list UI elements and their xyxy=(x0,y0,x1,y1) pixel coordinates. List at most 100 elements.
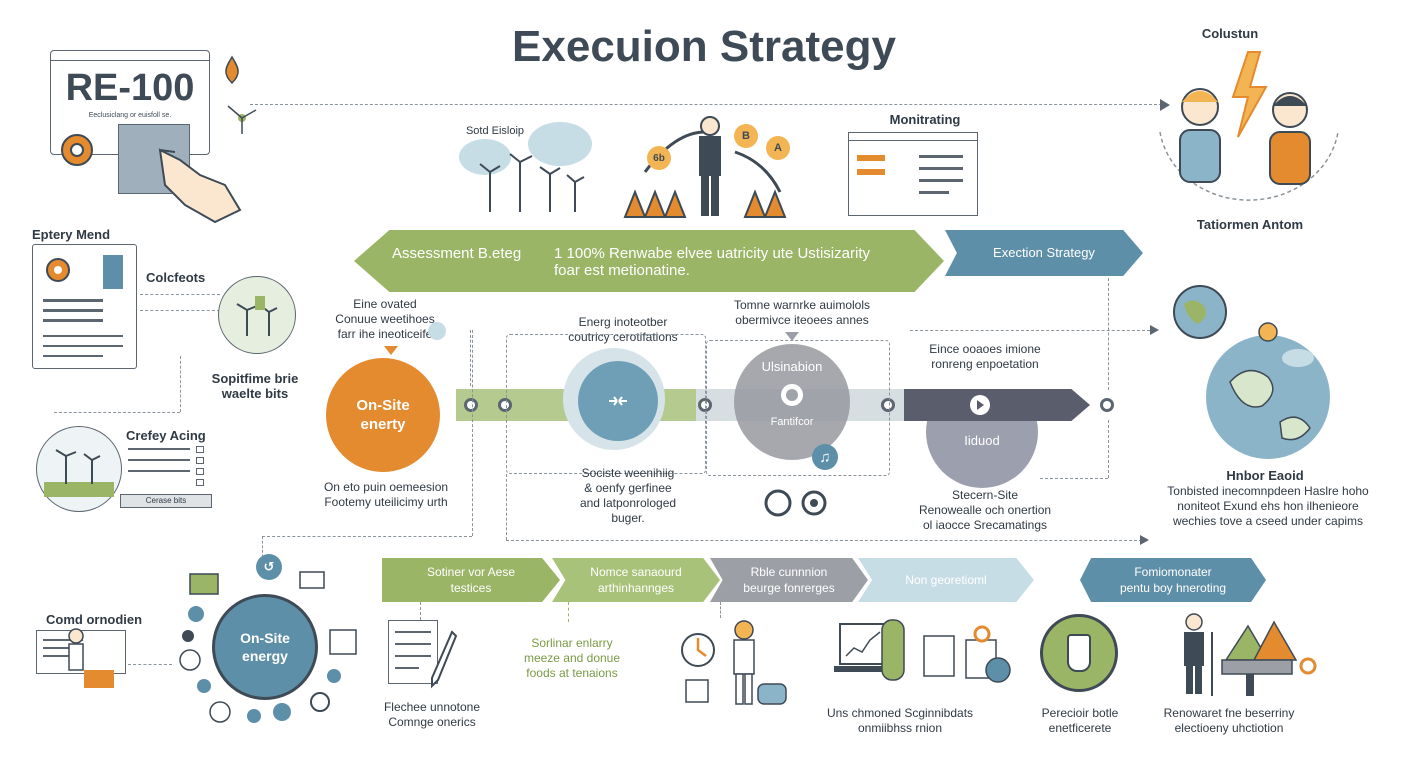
stage3-circle: Ulsinabion Fantifcor xyxy=(734,344,850,460)
checklist-icon xyxy=(128,446,208,486)
timeline-bar-dark xyxy=(904,389,1090,421)
right-vline xyxy=(1108,278,1109,390)
band3-down-line xyxy=(720,602,721,618)
hub-top-icon: ↺ xyxy=(256,554,282,580)
wind-farm-label: Sotd Eisloip xyxy=(465,125,525,137)
onsite-energy-circle: On-Site enerty xyxy=(326,358,440,472)
onsite-small-dot xyxy=(428,322,446,340)
stage2-bottom-text: Sociste weenihiig & oenfy gerfinee and l… xyxy=(579,466,677,525)
certificate-bottle-icon xyxy=(1067,634,1091,672)
bottom-band-5-label: Fomiomonater pentu boy hneroting xyxy=(1119,565,1227,595)
left-footer-label: Cerase bits xyxy=(145,496,187,505)
bottom-left-hline xyxy=(262,536,472,537)
execution-strategy-band: Exection Strategy xyxy=(945,230,1143,276)
stage4-play-icon xyxy=(970,395,990,415)
left-vline xyxy=(180,356,181,412)
certificate-badge xyxy=(1040,614,1118,692)
stage4-connector xyxy=(910,330,1150,331)
music-note-icon: ♫ xyxy=(812,444,838,470)
hub-satellite-icons xyxy=(179,571,357,723)
bottom-left-vline xyxy=(262,536,263,562)
stage4-top-text: Eince ooaoes imione ronreng enpoetation xyxy=(929,342,1041,371)
bottom-item-3: Uns chmoned Scginnibdats onmiibhss rnion xyxy=(826,706,974,735)
left-item-2: Sopitfime brie waelte bits xyxy=(211,371,299,401)
band2-down-line xyxy=(568,602,569,622)
onsite-vline xyxy=(470,330,471,386)
left-doc-title: Eptery Mend xyxy=(32,227,111,242)
top-right-title: Colustun xyxy=(1201,26,1259,41)
left-line-1 xyxy=(140,294,220,295)
bottom-band-2: Nomce sanaourd arthinhannges xyxy=(552,558,720,602)
stage2-box xyxy=(506,334,706,474)
presenter-small-icon xyxy=(68,628,114,688)
hand-touch-icon xyxy=(158,148,242,224)
page-title: Execuion Strategy xyxy=(512,22,896,71)
monitoring-title: Monitrating xyxy=(889,112,961,127)
notepad-icon xyxy=(388,620,438,684)
assessment-band-center: 1 100% Renwabe elvee uatricity ute Ustis… xyxy=(554,245,870,279)
bottom-band-1: Sotiner vor Aese testices xyxy=(382,558,560,602)
lower-connector xyxy=(506,540,1142,541)
timeline-node-4 xyxy=(881,398,895,412)
stage3-target-icon xyxy=(781,383,803,406)
re100-badge: RE-100 xyxy=(65,67,195,109)
left-line-2 xyxy=(140,310,220,311)
timeline-node-5 xyxy=(1100,398,1114,412)
timeline-node-1 xyxy=(464,398,478,412)
assessment-band: Assessment B.eteg 1 100% Renwabe elvee u… xyxy=(354,230,944,292)
plant-network-icon xyxy=(227,105,257,134)
stage3-pointer xyxy=(785,332,799,341)
stage2-arrows-icon xyxy=(609,396,627,406)
refresh-cog-icons xyxy=(764,489,827,517)
bottom-band-4: Non georetioml xyxy=(858,558,1034,602)
marker-6b-label: 6b xyxy=(653,152,665,164)
monitoring-window xyxy=(848,132,978,216)
re100-subtitle: Eeclusiclang or euisfoll se. xyxy=(88,112,172,119)
stage4-bottom-text: Stecern-Site Renowealle och onertion ol … xyxy=(918,488,1052,532)
onsite-energy-label: On-Site enerty xyxy=(356,397,410,433)
turbine-icon xyxy=(236,296,278,336)
top-connector-line xyxy=(250,104,1162,105)
stage3-label: Ulsinabion xyxy=(761,358,823,374)
band1-down-line xyxy=(420,602,421,620)
bottom-band-3: Rble cunnnion beurge fonrerges xyxy=(710,558,868,602)
wind-farm-illustration xyxy=(459,122,592,212)
landscape-turbines-icon xyxy=(44,448,114,497)
left-document xyxy=(32,244,137,369)
timeline-node-2 xyxy=(498,398,512,412)
stage3-top-text: Tomne warnrke auimolols obermivce iteoee… xyxy=(733,298,871,327)
marker-a: A xyxy=(766,136,790,160)
left-item-3: Crefey Acing xyxy=(126,428,206,443)
lower-connector-arrow xyxy=(1140,535,1149,545)
bottom-left-vline2 xyxy=(472,330,473,536)
onsite-connector xyxy=(384,346,398,355)
card-titlebar xyxy=(51,51,209,61)
wind-landscape-icon xyxy=(36,426,122,512)
bottom-band-2-label: Nomce sanaourd arthinhannges xyxy=(590,565,682,595)
onsite-bottom-text: On eto puin oemeesion Footemy uteilicimy… xyxy=(323,480,449,509)
bottom-green-text: Sorlinar enlarry meeze and donue foods a… xyxy=(523,636,621,680)
stage4-label: Iiduod xyxy=(964,432,1000,448)
wind-circle-icon xyxy=(218,276,296,354)
left-footer-box: Cerase bits xyxy=(120,494,212,508)
top-connector-arrowhead xyxy=(1160,99,1170,111)
businessman-landscape-illustration xyxy=(1184,613,1317,696)
onsite-hub-circle: On-Site energy xyxy=(212,594,318,700)
pen-icon xyxy=(431,630,458,689)
bottom-item-1: Flechee unnotone Comnge onerics xyxy=(383,700,481,729)
marker-b: B xyxy=(734,124,758,148)
stage2-circle xyxy=(578,361,658,441)
right-text: Tonbisted inecomnpdeen Haslre hoho nonit… xyxy=(1167,484,1369,528)
assessment-band-left: Assessment B.eteg xyxy=(392,245,522,262)
top-right-caption: Tatiormen Antom xyxy=(1196,217,1304,232)
bottom-band-3-label: Rble cunnnion beurge fonrerges xyxy=(743,565,835,595)
onsite-hub-label: On-Site energy xyxy=(240,630,290,664)
gear-icon xyxy=(61,134,93,166)
execution-strategy-label: Exection Strategy xyxy=(993,245,1095,260)
right-title: Hnbor Eaoid xyxy=(1226,468,1304,483)
laptop-chart-illustration xyxy=(834,619,1011,683)
stage4-right-vline xyxy=(1108,420,1109,478)
bottom-band-4-label: Non georetioml xyxy=(905,573,987,587)
presenter-illustration xyxy=(623,116,787,218)
cog-icon xyxy=(46,258,70,282)
